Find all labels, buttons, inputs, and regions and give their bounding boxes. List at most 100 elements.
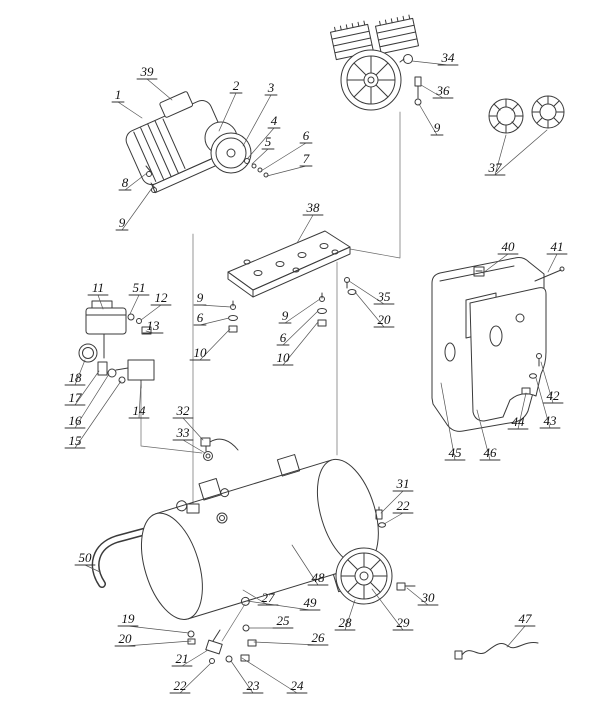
callout-17: 17	[69, 390, 83, 405]
leader-line-39	[146, 78, 173, 101]
leader-line-20	[354, 291, 385, 328]
leader-line-6	[199, 317, 230, 326]
leader-line-26	[253, 641, 319, 646]
callout-16: 16	[69, 413, 83, 428]
drain-port	[240, 596, 250, 606]
callout-9: 9	[434, 120, 441, 135]
leader-line-32	[182, 417, 204, 441]
callout-34: 34	[441, 50, 456, 65]
leader-line-9	[418, 103, 438, 136]
guard-fasteners	[473, 266, 565, 395]
callout-24: 24	[291, 678, 305, 693]
callout-30: 30	[421, 590, 436, 605]
callout-38: 38	[306, 200, 321, 215]
leader-line-28	[344, 599, 356, 631]
callout-6: 6	[280, 330, 287, 345]
leader-line-35	[348, 280, 385, 305]
leader-line-48	[291, 544, 319, 586]
coiled-hoses	[488, 95, 565, 134]
guard-rod	[534, 269, 562, 282]
leader-line-10	[199, 328, 231, 361]
callout-1: 1	[115, 87, 122, 102]
leader-line-1	[117, 101, 143, 119]
callout-10: 10	[194, 345, 208, 360]
callout-42: 42	[547, 388, 561, 403]
callout-13: 13	[147, 318, 161, 333]
pressure-switch-assembly	[78, 300, 155, 389]
callout-39: 39	[140, 64, 155, 79]
leader-line-12	[140, 304, 162, 321]
wheel-assembly	[335, 547, 416, 605]
callout-9: 9	[119, 215, 126, 230]
leader-line-37	[494, 134, 507, 176]
drain-valve	[205, 639, 223, 655]
leader-line-45	[440, 382, 456, 461]
leader-line-18	[74, 359, 86, 386]
guard-clip	[473, 266, 485, 277]
callout-10: 10	[277, 350, 291, 365]
leader-line-36	[420, 84, 444, 99]
leader-line-19	[127, 625, 190, 634]
cylinder-head-right	[375, 14, 419, 55]
callout-33: 33	[176, 425, 191, 440]
air-filter	[403, 54, 413, 64]
callout-44: 44	[512, 414, 526, 429]
leader-line-27	[242, 589, 269, 606]
leader-line-44	[517, 392, 527, 430]
handle	[91, 524, 162, 588]
callout-36: 36	[436, 83, 451, 98]
leader-line-21	[181, 649, 209, 667]
leader-line-43	[535, 377, 551, 429]
callout-31: 31	[396, 476, 410, 491]
mounting-plate	[227, 230, 351, 298]
leader-line-31	[380, 490, 404, 514]
leader-line-6	[260, 142, 307, 172]
leader-line-41	[547, 253, 558, 273]
leader-line-4	[247, 127, 275, 159]
leader-line-2	[218, 92, 237, 132]
leader-line-29	[371, 588, 404, 631]
leader-line-47	[506, 625, 526, 648]
callout-3: 3	[267, 80, 275, 95]
callout-25: 25	[277, 613, 291, 628]
leader-line-3	[242, 94, 272, 147]
leader-line-42	[540, 361, 554, 404]
callout-7: 7	[303, 151, 310, 166]
leader-line-15	[74, 380, 122, 449]
callout-15: 15	[69, 433, 83, 448]
leader-line-50	[84, 564, 101, 573]
leader-line-49	[246, 600, 311, 611]
callout-37: 37	[488, 160, 503, 175]
leader-line-38	[296, 214, 314, 244]
callout-21: 21	[176, 651, 189, 666]
callout-26: 26	[312, 630, 326, 645]
callout-14: 14	[133, 403, 147, 418]
leader-line-8	[124, 172, 148, 191]
drain-valve-parts	[187, 603, 257, 664]
callout-32: 32	[176, 403, 191, 418]
callout-28: 28	[339, 615, 353, 630]
callout-18: 18	[69, 370, 83, 385]
leader-line-22	[383, 512, 404, 525]
electric-motor	[125, 91, 252, 194]
leader-line-14	[138, 380, 142, 419]
leader-line-33	[182, 439, 206, 454]
callout-22: 22	[397, 498, 411, 513]
axle-bolt	[396, 582, 406, 591]
leader-line-30	[406, 587, 429, 606]
callout-20: 20	[378, 312, 392, 327]
leader-line-7	[266, 165, 307, 177]
outlet-valve-parts	[375, 506, 386, 528]
air-hose	[454, 642, 539, 660]
callout-40: 40	[502, 239, 516, 254]
pressure-switch-body	[85, 307, 127, 335]
callout-9: 9	[197, 290, 204, 305]
callout-27: 27	[262, 590, 276, 605]
leader-line-10	[282, 321, 319, 366]
leader-line-37	[494, 129, 548, 176]
leader-line-34	[411, 60, 449, 66]
callout-35: 35	[377, 289, 392, 304]
callout-2: 2	[233, 78, 240, 93]
